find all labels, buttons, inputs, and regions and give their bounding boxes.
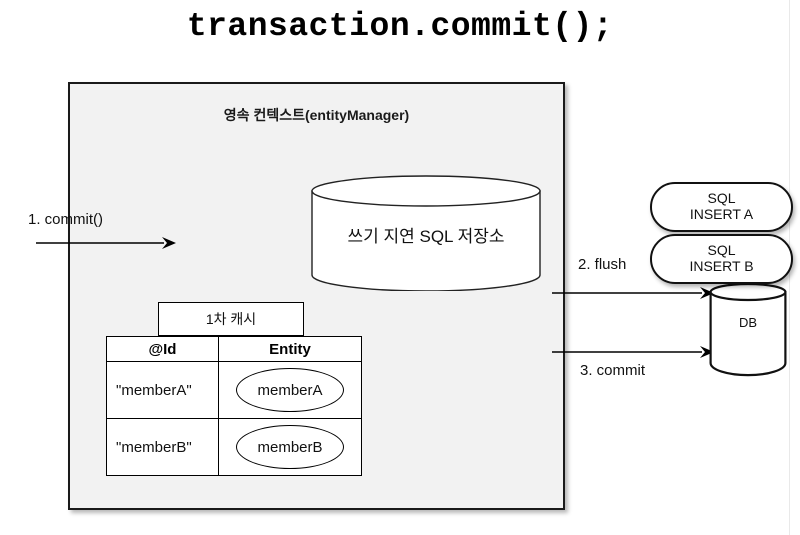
ellipse-shape: [236, 425, 344, 469]
flush-arrow-label: 2. flush: [578, 256, 627, 273]
flush-arrow-icon: [552, 287, 714, 299]
commit-arrow-label: 1. commit(): [28, 211, 103, 228]
page-title: transaction.commit();: [186, 8, 614, 45]
sql-insert-b-node: SQL INSERT B: [650, 234, 793, 284]
sql-insert-b-line1: SQL: [707, 242, 736, 259]
sql-store-label: 쓰기 지연 SQL 저장소: [347, 227, 505, 246]
cell-entity-member-b: memberB: [218, 418, 362, 476]
database-label: DB: [738, 315, 758, 330]
first-level-cache-table: @Id Entity "memberA" memberA "memberB": [106, 336, 362, 476]
entity-label-member-a: memberA: [257, 381, 323, 399]
sql-insert-a-line1: SQL: [707, 190, 736, 207]
cell-entity-member-a: memberA: [218, 361, 362, 419]
table-header-row: @Id Entity: [106, 336, 362, 362]
db-commit-arrow-icon: [552, 346, 714, 358]
cell-id-member-a: "memberA": [106, 361, 219, 419]
entity-node-member-a: memberA: [236, 368, 344, 412]
entity-node-member-b: memberB: [236, 425, 344, 469]
column-header-id: @Id: [106, 336, 219, 362]
column-header-entity: Entity: [218, 336, 362, 362]
commit-arrow-icon: [36, 237, 176, 249]
persistence-context-title: 영속 컨텍스트(entityManager): [223, 107, 410, 123]
sql-store-cylinder-icon: [311, 175, 541, 291]
table-row: "memberA" memberA: [106, 361, 362, 419]
ellipse-shape: [236, 368, 344, 412]
first-level-cache-tab: 1차 캐시: [158, 302, 304, 336]
sql-insert-a-node: SQL INSERT A: [650, 182, 793, 232]
table-row: "memberB" memberB: [106, 418, 362, 476]
sql-insert-a-line2: INSERT A: [689, 206, 754, 222]
db-commit-arrow-label: 3. commit: [580, 362, 646, 379]
database-cylinder-icon: [709, 283, 787, 377]
entity-label-member-b: memberB: [257, 438, 323, 456]
cell-id-member-b: "memberB": [106, 418, 219, 476]
sql-insert-b-line2: INSERT B: [689, 258, 754, 274]
first-level-cache-tab-label: 1차 캐시: [205, 311, 257, 327]
